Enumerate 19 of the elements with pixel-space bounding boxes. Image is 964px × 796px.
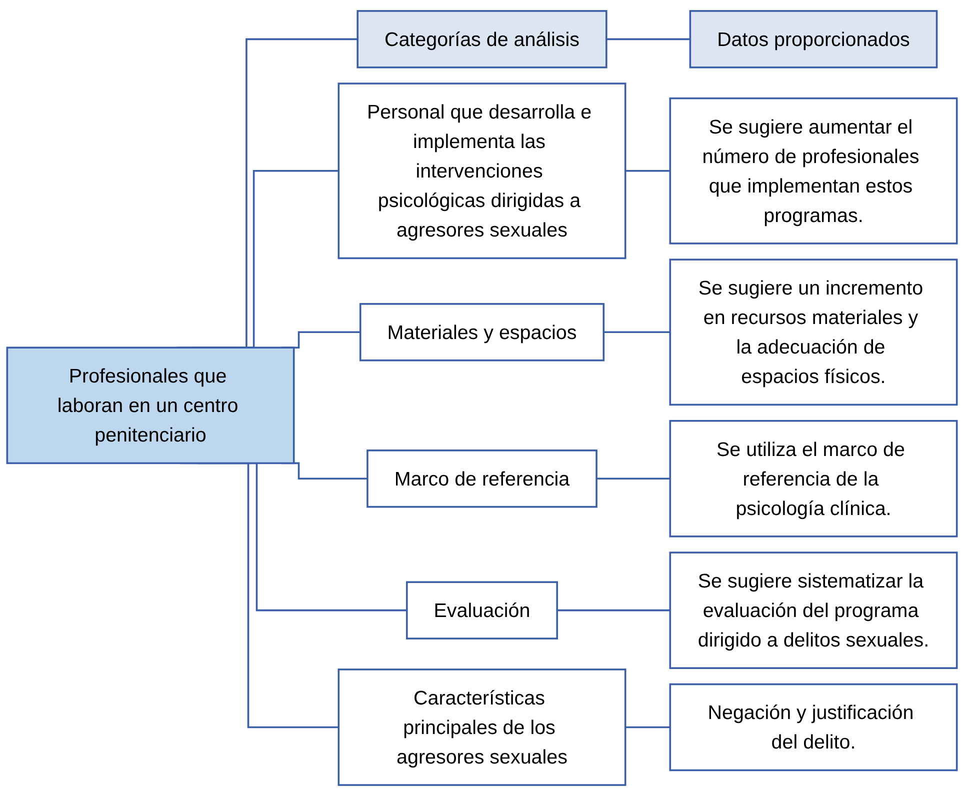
node-box: Se utiliza el marco de referencia de la psicología clínica. bbox=[669, 420, 958, 538]
connector bbox=[625, 170, 670, 172]
node-box: Marco de referencia bbox=[366, 450, 598, 508]
node-box: Se sugiere sistematizar la evaluación del programa dirigido a delitos sexuales. bbox=[669, 552, 958, 669]
node-box: Se sugiere un incremento en recursos materiales y la adecuación de espacios físicos. bbox=[669, 258, 958, 406]
node-box: Negación y justificación del delito. bbox=[669, 683, 958, 772]
node-box: Profesionales que laboran en un centro penitenciario bbox=[6, 346, 295, 464]
node-box: Personal que desarrolla e implementa las intervenciones psicológicas dirigidas a agresores sexuales bbox=[338, 82, 626, 260]
node-box: Evaluación bbox=[406, 581, 558, 640]
node-box: Datos proporcionados bbox=[689, 10, 938, 68]
node-box: Materiales y espacios bbox=[359, 303, 605, 362]
connector bbox=[604, 331, 670, 334]
connector bbox=[606, 38, 690, 40]
connector bbox=[625, 726, 670, 728]
connector bbox=[596, 478, 670, 480]
node-box: Características principales de los agresores sexuales bbox=[338, 668, 626, 786]
node-box: Categorías de análisis bbox=[356, 10, 608, 68]
connector bbox=[557, 609, 670, 612]
node-box: Se sugiere aumentar el número de profesionales que implementan estos programas. bbox=[669, 97, 958, 244]
